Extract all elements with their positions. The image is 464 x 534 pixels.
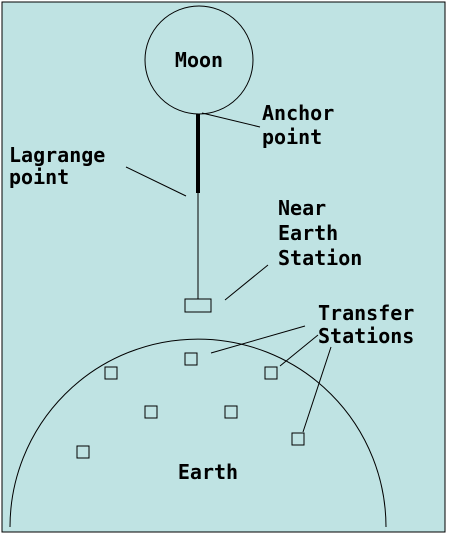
- transfer-stations-label-line1: Transfer: [318, 301, 414, 325]
- transfer-stations-leader-2: [279, 334, 319, 367]
- lagrange-point-label-line1: Lagrange: [9, 143, 105, 167]
- anchor-point-label: Anchor point: [262, 101, 346, 149]
- transfer-station: [76, 445, 90, 459]
- anchor-point-label-line2: point: [262, 125, 322, 149]
- near-earth-station-label: Near Earth Station: [278, 196, 362, 270]
- anchor-point-label-line1: Anchor: [262, 101, 334, 125]
- transfer-station: [184, 352, 198, 366]
- transfer-station: [224, 405, 238, 419]
- moon-label: Moon: [175, 48, 223, 72]
- transfer-stations-leader-3: [302, 346, 332, 433]
- earth-label: Earth: [178, 460, 238, 484]
- lagrange-point-label-line2: point: [9, 165, 69, 189]
- earth-outline: [9, 338, 387, 528]
- transfer-stations-label-line2: Stations: [318, 324, 414, 348]
- near-earth-station-label-line2: Earth: [278, 221, 338, 245]
- background: [1, 1, 446, 533]
- transfer-stations-leader-1: [210, 325, 306, 354]
- transfer-station: [104, 366, 118, 380]
- transfer-stations-label: Transfer Stations: [318, 301, 426, 348]
- transfer-station: [291, 432, 305, 446]
- near-earth-station-leader: [224, 264, 269, 301]
- lagrange-point-leader: [125, 166, 187, 197]
- near-earth-station-label-line1: Near: [278, 196, 326, 220]
- near-earth-station-label-line3: Station: [278, 246, 362, 270]
- anchor-point-leader: [201, 112, 261, 128]
- near-earth-station-box: [184, 298, 212, 313]
- lagrange-point-label: Lagrange point: [9, 143, 117, 189]
- transfer-station: [264, 366, 278, 380]
- transfer-station: [144, 405, 158, 419]
